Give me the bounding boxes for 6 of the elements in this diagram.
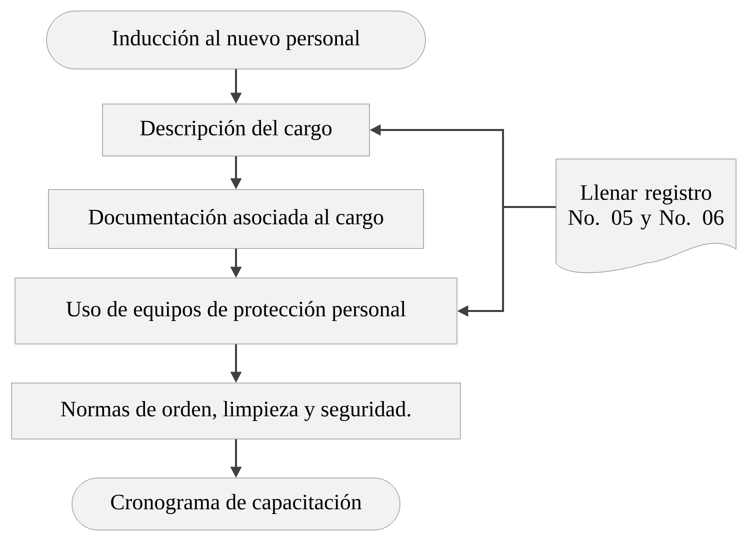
process-box: Uso de equipos de protección personal xyxy=(14,278,458,344)
terminal-box: Inducción al nuevo personal xyxy=(46,10,426,70)
process-box: Documentación asociada al cargo xyxy=(48,189,424,249)
process-box: Descripción del cargo xyxy=(102,104,370,156)
terminal-box: Cronograma de capacitación xyxy=(72,478,400,530)
process-box: Normas de orden, limpieza y seguridad. xyxy=(11,382,461,440)
